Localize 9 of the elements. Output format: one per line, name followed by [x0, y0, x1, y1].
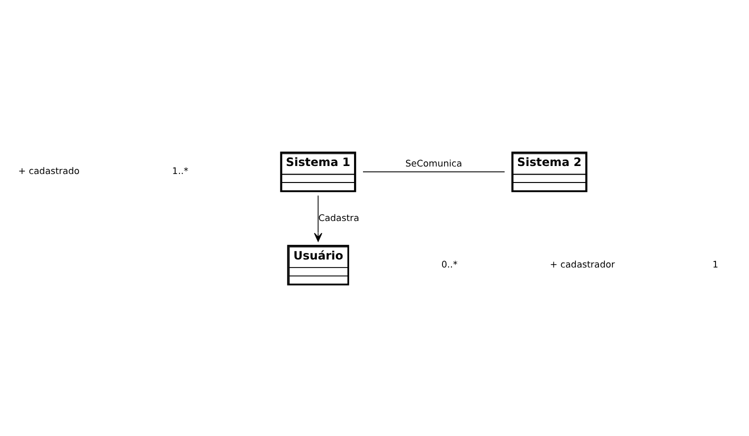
label: 0..* — [441, 260, 458, 270]
edge-label: SeComunica — [405, 159, 462, 170]
label: 1..* — [172, 166, 188, 177]
label: + cadastrado — [18, 166, 80, 177]
connector — [362, 170, 506, 172]
arrow — [314, 194, 322, 242]
label: + cadastrador — [550, 260, 615, 270]
edge-label: Cadastra — [318, 213, 360, 224]
label: 1 — [712, 260, 718, 270]
